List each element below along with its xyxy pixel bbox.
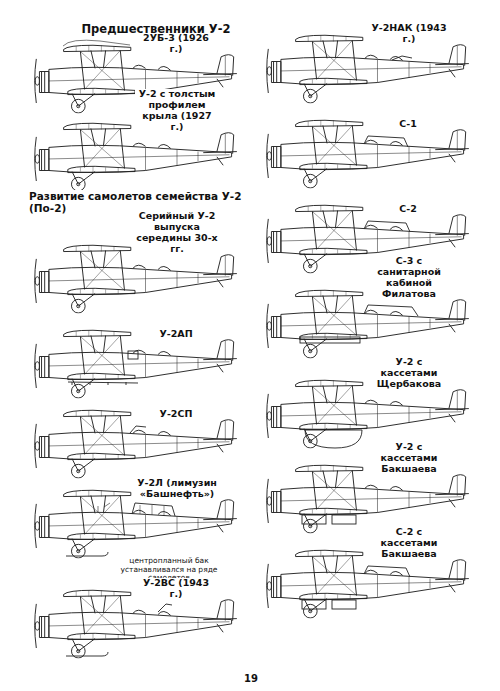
aircraft-caption: 2УБ-3 (1926 г.) — [135, 33, 217, 55]
aircraft-caption: У-2 с толстым профилем крыла (1927 г.) — [135, 89, 219, 133]
aircraft-caption: У-2СП — [135, 409, 217, 420]
page-number: 19 — [235, 673, 267, 685]
aircraft-caption: У-2АП — [135, 329, 217, 340]
aircraft-caption: У-2 с кассетами Бакшаева — [367, 442, 451, 475]
aircraft-caption: У-2НАК (1943 г.) — [367, 23, 451, 45]
aircraft-caption: С-2 — [367, 204, 449, 215]
aircraft-caption: У-2Л (лимузин «Башнефть») — [135, 478, 219, 500]
aircraft-caption: С-3 с санитарной кабиной Филатова — [367, 256, 451, 300]
aircraft-caption: С-2 с кассетами Бакшаева — [367, 527, 451, 560]
aircraft-caption: С-1 — [367, 119, 449, 130]
aircraft-caption: У-2 с кассетами Щербакова — [367, 357, 451, 390]
aircraft-caption: Серийный У-2 выпуска середины 30-х гг. — [135, 211, 219, 255]
aircraft-caption: У-2ВС (1943 г.) — [135, 578, 217, 600]
